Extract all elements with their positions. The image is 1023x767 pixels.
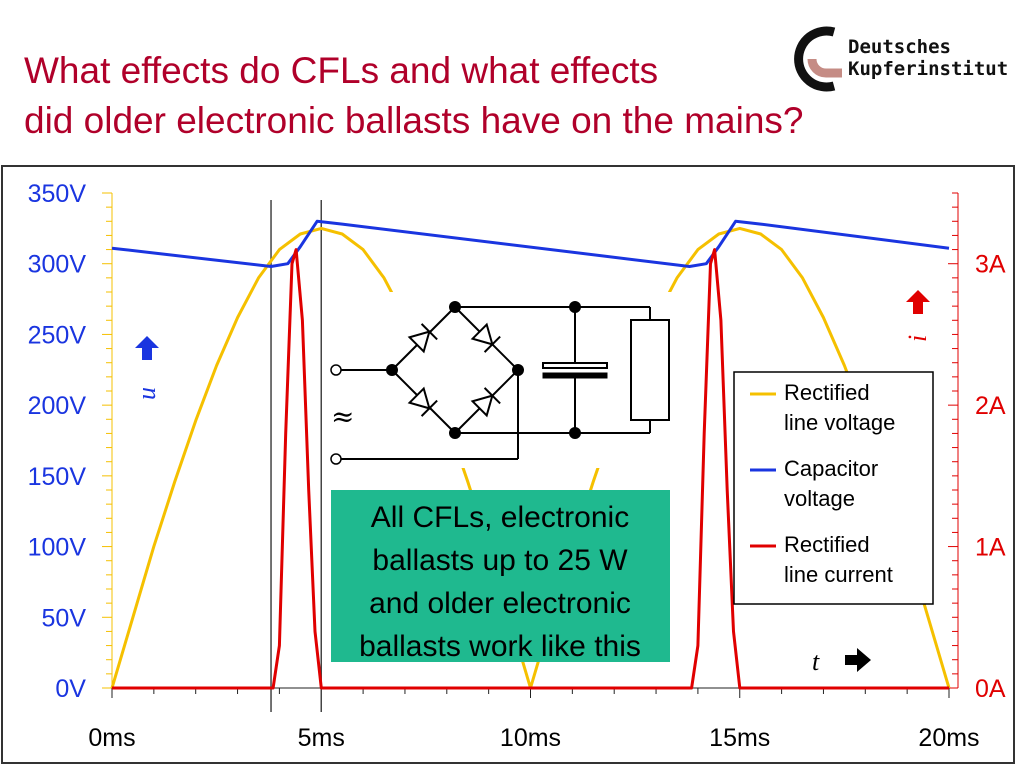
right-axis-tick-label: 0A (975, 675, 1006, 703)
t-arrow-icon (845, 648, 871, 672)
right-axis-tick-label: 3A (975, 251, 1006, 279)
annotation-text-line: All CFLs, electronic (371, 501, 629, 534)
left-axis-tick-label: 300V (28, 251, 87, 279)
t-axis-label: t (812, 647, 820, 676)
diode-icon (470, 387, 501, 418)
circuit-terminal (330, 453, 342, 465)
ac-source-symbol: ≈ (331, 400, 354, 433)
left-axis-tick-label: 250V (28, 321, 87, 349)
legend-box (733, 371, 934, 605)
logo-text-line-1: Deutsches (848, 36, 951, 58)
i-axis-label: i (903, 335, 932, 342)
deutsches-kupferinstitut-logo: Deutsches Kupferinstitut (790, 24, 1010, 94)
diode-bar (420, 323, 438, 341)
left-axis-tick-label: 350V (28, 180, 87, 208)
legend-label: line voltage (784, 410, 895, 435)
u-axis-label: u (132, 387, 161, 400)
legend-label: Capacitor (784, 456, 878, 481)
i-arrow-icon (906, 290, 930, 314)
x-axis-tick-label: 0ms (88, 724, 135, 752)
left-axis-tick-label: 200V (28, 392, 87, 420)
right-axis: 0A 1A 2A 3A (948, 192, 1006, 703)
bridge-rectifier-circuit: ≈ (330, 292, 675, 468)
slide-title: What effects do CFLs and what effects di… (24, 46, 804, 146)
diode-triangle (407, 386, 431, 410)
annotation-text-line: ballasts up to 25 W (372, 544, 628, 577)
annotation-text-line: and older electronic (369, 587, 631, 620)
circuit-node (386, 364, 398, 376)
x-axis-tick-label: 5ms (298, 724, 345, 752)
diode-triangle (407, 330, 431, 354)
left-axis-tick-label: 50V (42, 604, 87, 632)
u-arrow-icon (135, 336, 159, 360)
i-axis-symbol: i (903, 290, 932, 342)
logo-c-icon (794, 26, 842, 92)
diode-bar (483, 335, 501, 353)
circuit-terminal (330, 364, 342, 376)
capacitor-plate-top-icon (542, 362, 608, 369)
right-axis-tick-label: 1A (975, 534, 1006, 562)
annotation-box: All CFLs, electronic ballasts up to 25 W a… (331, 490, 670, 663)
x-axis-tick-label: 20ms (918, 724, 979, 752)
circuit-node (569, 301, 581, 313)
left-axis-tick-label: 150V (28, 463, 87, 491)
legend-label: line current (784, 562, 893, 587)
diode-triangle (470, 322, 494, 346)
t-axis-symbol: t (812, 647, 871, 676)
circuit-node (512, 364, 524, 376)
rectified-line-current-line (112, 248, 949, 690)
u-axis-symbol: u (132, 336, 161, 400)
circuit-node (569, 427, 581, 439)
diode-triangle (470, 394, 494, 418)
left-axis: 0V 50V 100V 150V 200V 250V 300V 350V (28, 180, 113, 703)
left-axis-tick-label: 0V (55, 675, 86, 703)
x-axis-tick-label: 10ms (500, 724, 561, 752)
circuit-background (330, 292, 675, 468)
left-axis-tick-label: 100V (28, 534, 87, 562)
diode-icon (407, 323, 438, 354)
annotation-text-line: ballasts work like this (359, 630, 641, 663)
legend-label: Rectified (784, 380, 870, 405)
x-axis-tick-label: 15ms (709, 724, 770, 752)
circuit-node (449, 301, 461, 313)
capacitor-voltage-line (111, 219, 950, 268)
diode-bar (420, 399, 438, 417)
diode-icon (470, 322, 501, 353)
slide-title-line-2: did older electronic ballasts have on th… (24, 100, 804, 141)
slide-title-line-1: What effects do CFLs and what effects (24, 50, 659, 91)
diode-icon (407, 386, 438, 417)
right-axis-tick-label: 2A (975, 392, 1006, 420)
resistor-icon (630, 319, 670, 421)
circuit-node (449, 427, 461, 439)
diode-bar (483, 387, 501, 405)
legend-label: Rectified (784, 532, 870, 557)
logo-text-line-2: Kupferinstitut (848, 58, 1009, 80)
legend-label: voltage (784, 486, 855, 511)
annotation-background (331, 490, 670, 662)
capacitor-plate-bottom-icon (542, 372, 608, 379)
